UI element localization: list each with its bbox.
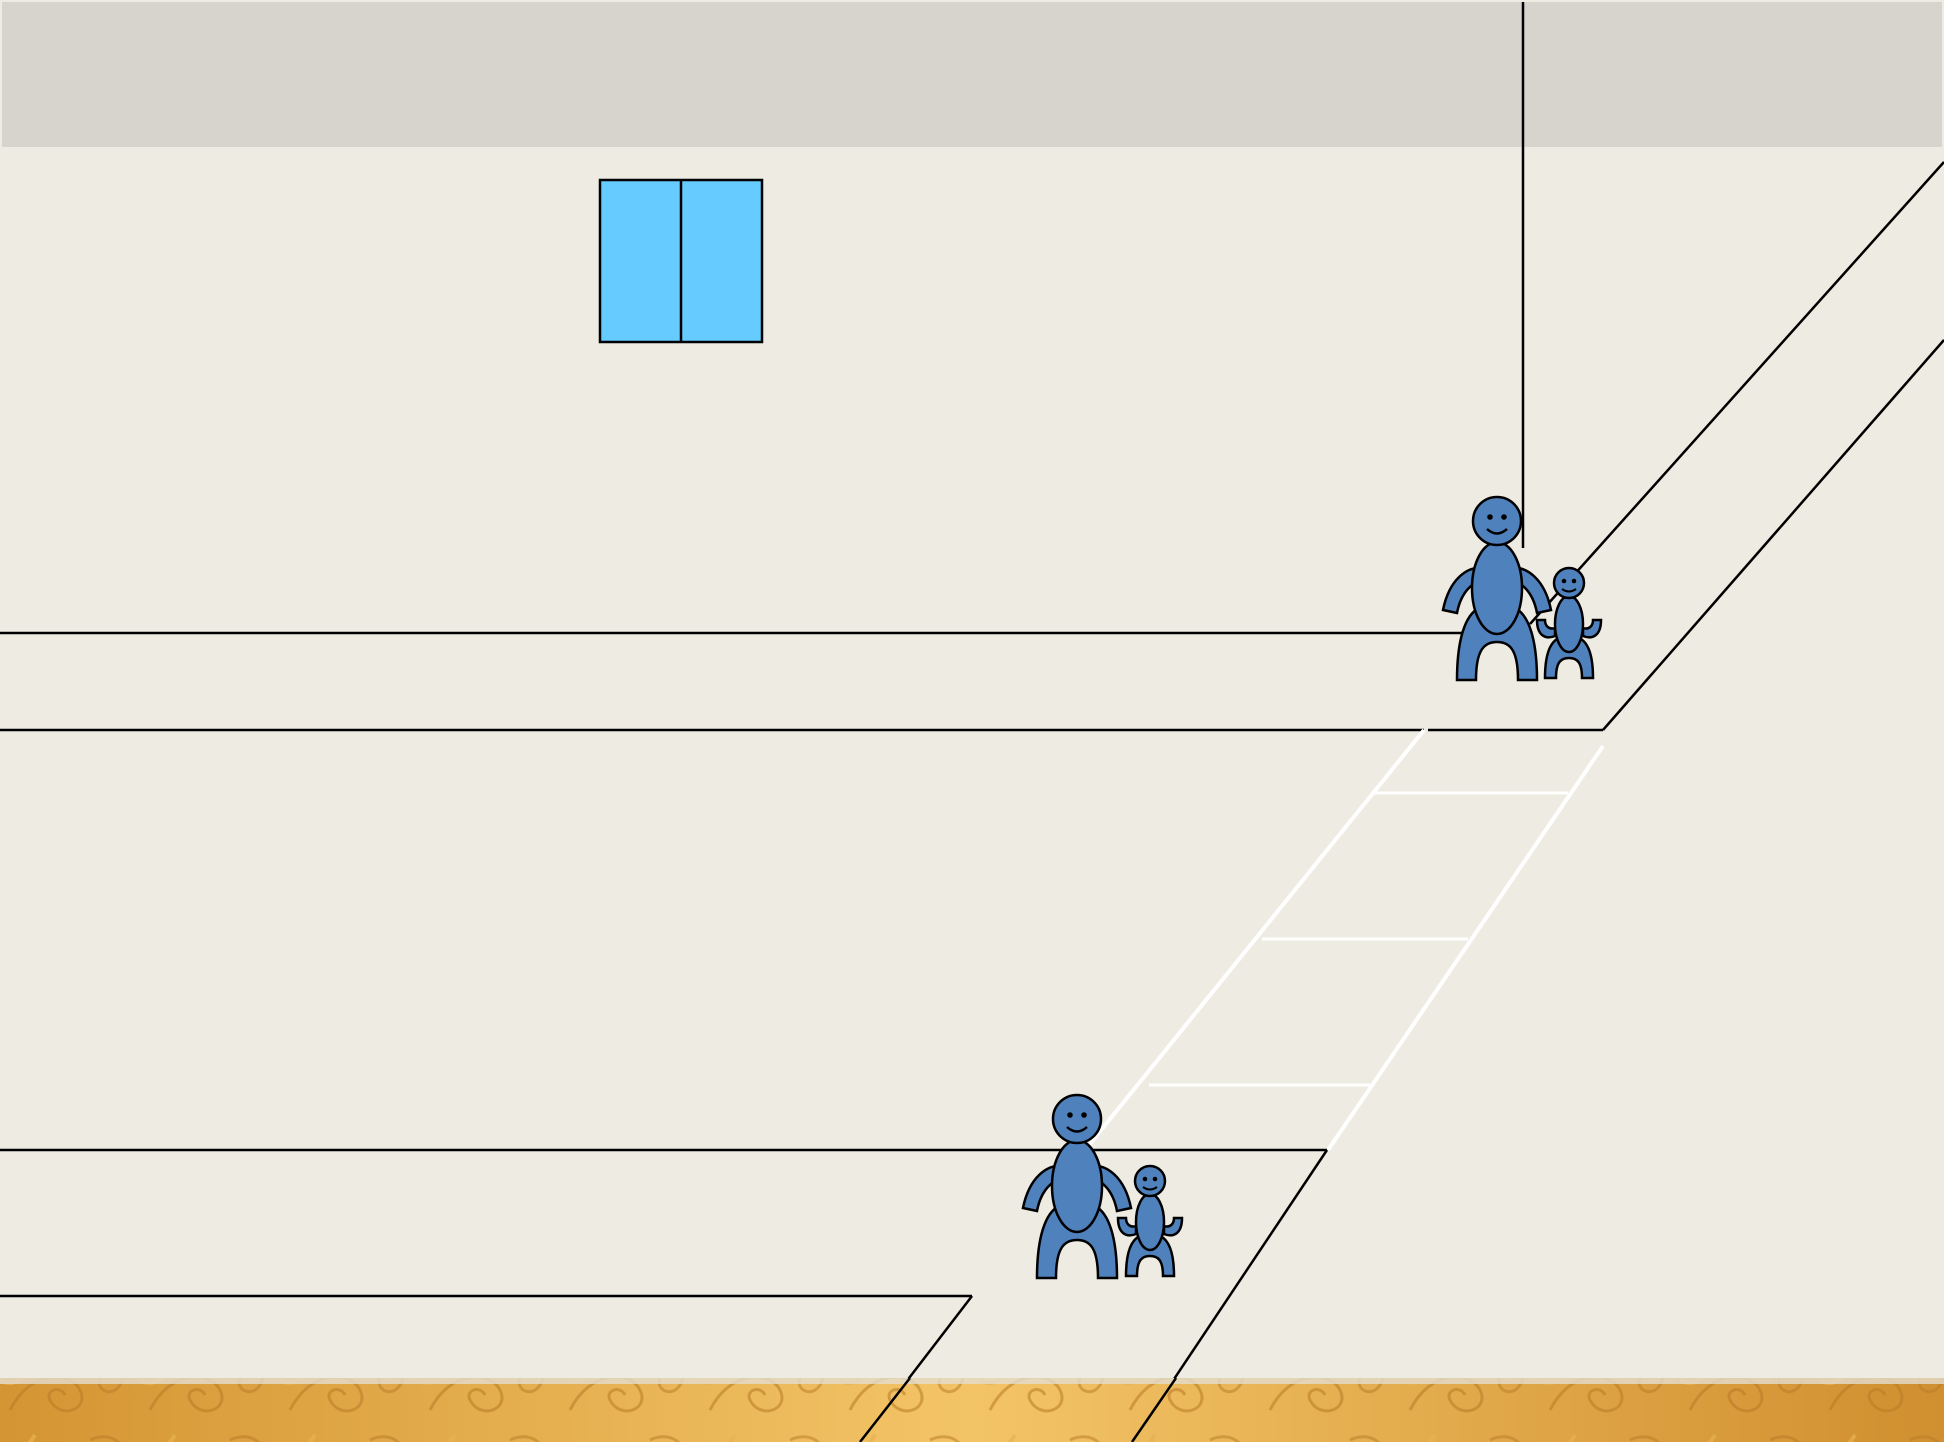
window-icon (600, 180, 762, 342)
top-band (2, 2, 1942, 147)
floor-border (0, 1378, 1944, 1442)
